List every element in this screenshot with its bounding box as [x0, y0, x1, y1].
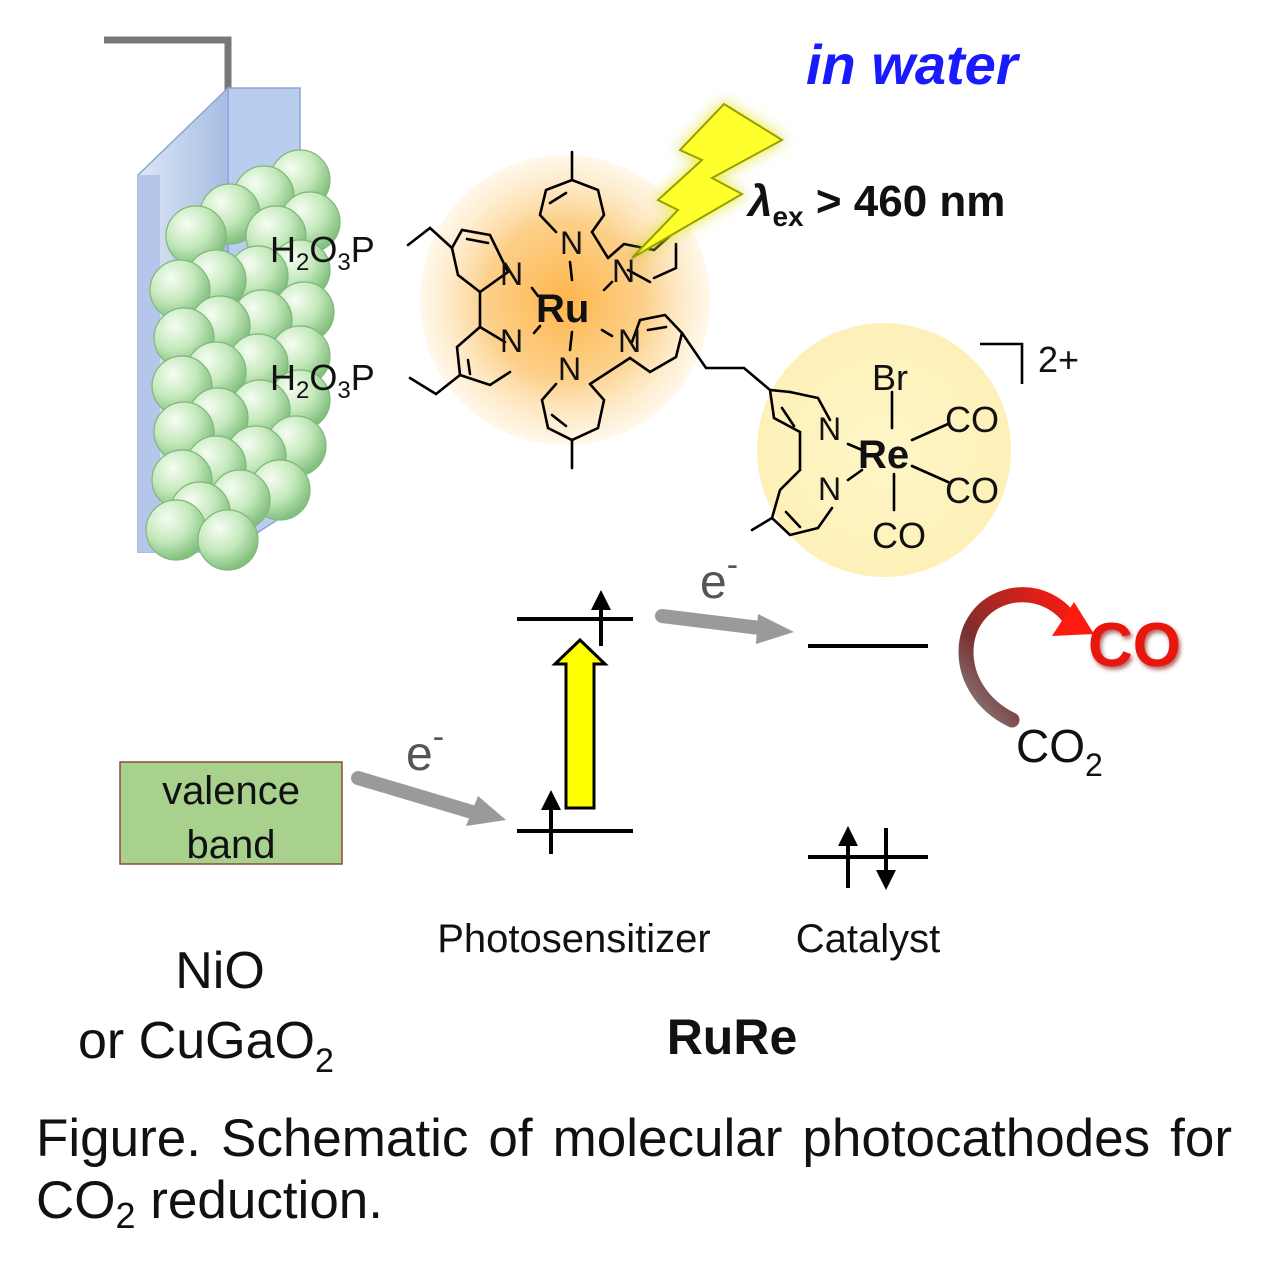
- electron-label: e-: [406, 718, 444, 781]
- reactant-co2-label: CO2: [1016, 720, 1103, 783]
- caption-text: reduction.: [135, 1171, 384, 1230]
- carbonyl-ligand: CO: [945, 399, 999, 440]
- lightning-bolt-icon: [631, 102, 784, 259]
- atom-n: N: [818, 411, 841, 447]
- electron-transfer-arrow: [655, 609, 794, 644]
- phosphonate-lower: H2O3P: [270, 357, 375, 404]
- atom-n: N: [500, 256, 523, 292]
- molecule-bonds: [406, 150, 950, 537]
- nanoparticle: [197, 509, 259, 571]
- atom-n: N: [612, 253, 635, 289]
- figure-canvas: N N N N N N N N H2O3P H2O3P Ru Re Br CO …: [78, 33, 1181, 1080]
- reduction-arrow: [958, 587, 1094, 728]
- nitrogen-atoms: N N N N N N N N: [500, 225, 841, 507]
- nanoparticle: [145, 499, 207, 561]
- re-glow: [757, 323, 1011, 577]
- valence-band-box: [119, 761, 343, 865]
- photosensitizer-label: Photosensitizer: [437, 917, 710, 961]
- atom-n: N: [558, 351, 581, 387]
- electron-label: e-: [700, 546, 738, 609]
- ruthenium-label: Ru: [536, 287, 589, 331]
- caption-subscript: 2: [115, 1195, 136, 1236]
- charge-label: 2+: [1038, 339, 1079, 380]
- hole-injection-arrow: [351, 771, 506, 826]
- figure-caption: Figure. Schematic of molecular photocath…: [36, 1108, 1232, 1234]
- atom-n: N: [618, 323, 641, 359]
- carbonyl-ligand: CO: [872, 515, 926, 556]
- solvent-label: in water: [806, 33, 1021, 96]
- atom-n: N: [500, 323, 523, 359]
- valence-band-label: band: [187, 823, 276, 867]
- product-co-label: CO: [1088, 611, 1181, 680]
- excitation-label: λex > 460 nm: [746, 177, 1005, 232]
- phosphonate-upper: H2O3P: [270, 229, 375, 276]
- atom-n: N: [560, 225, 583, 261]
- valence-band-label: valence: [162, 769, 300, 813]
- semiconductor-label: or CuGaO2: [78, 1012, 334, 1080]
- caption-text: Figure. Schematic of molecular photocath…: [36, 1109, 1232, 1230]
- ru-glow: [420, 155, 710, 445]
- catalyst-label: Catalyst: [796, 917, 941, 961]
- carbonyl-ligand: CO: [945, 470, 999, 511]
- rhenium-label: Re: [858, 433, 909, 477]
- charge-bracket: [980, 342, 1024, 384]
- bromide-ligand: Br: [872, 357, 908, 398]
- nanoparticle-layer: [145, 149, 341, 571]
- atom-n: N: [818, 471, 841, 507]
- excitation-arrow: [551, 637, 609, 810]
- semiconductor-label: NiO: [175, 942, 265, 1000]
- rure-label: RuRe: [667, 1009, 798, 1065]
